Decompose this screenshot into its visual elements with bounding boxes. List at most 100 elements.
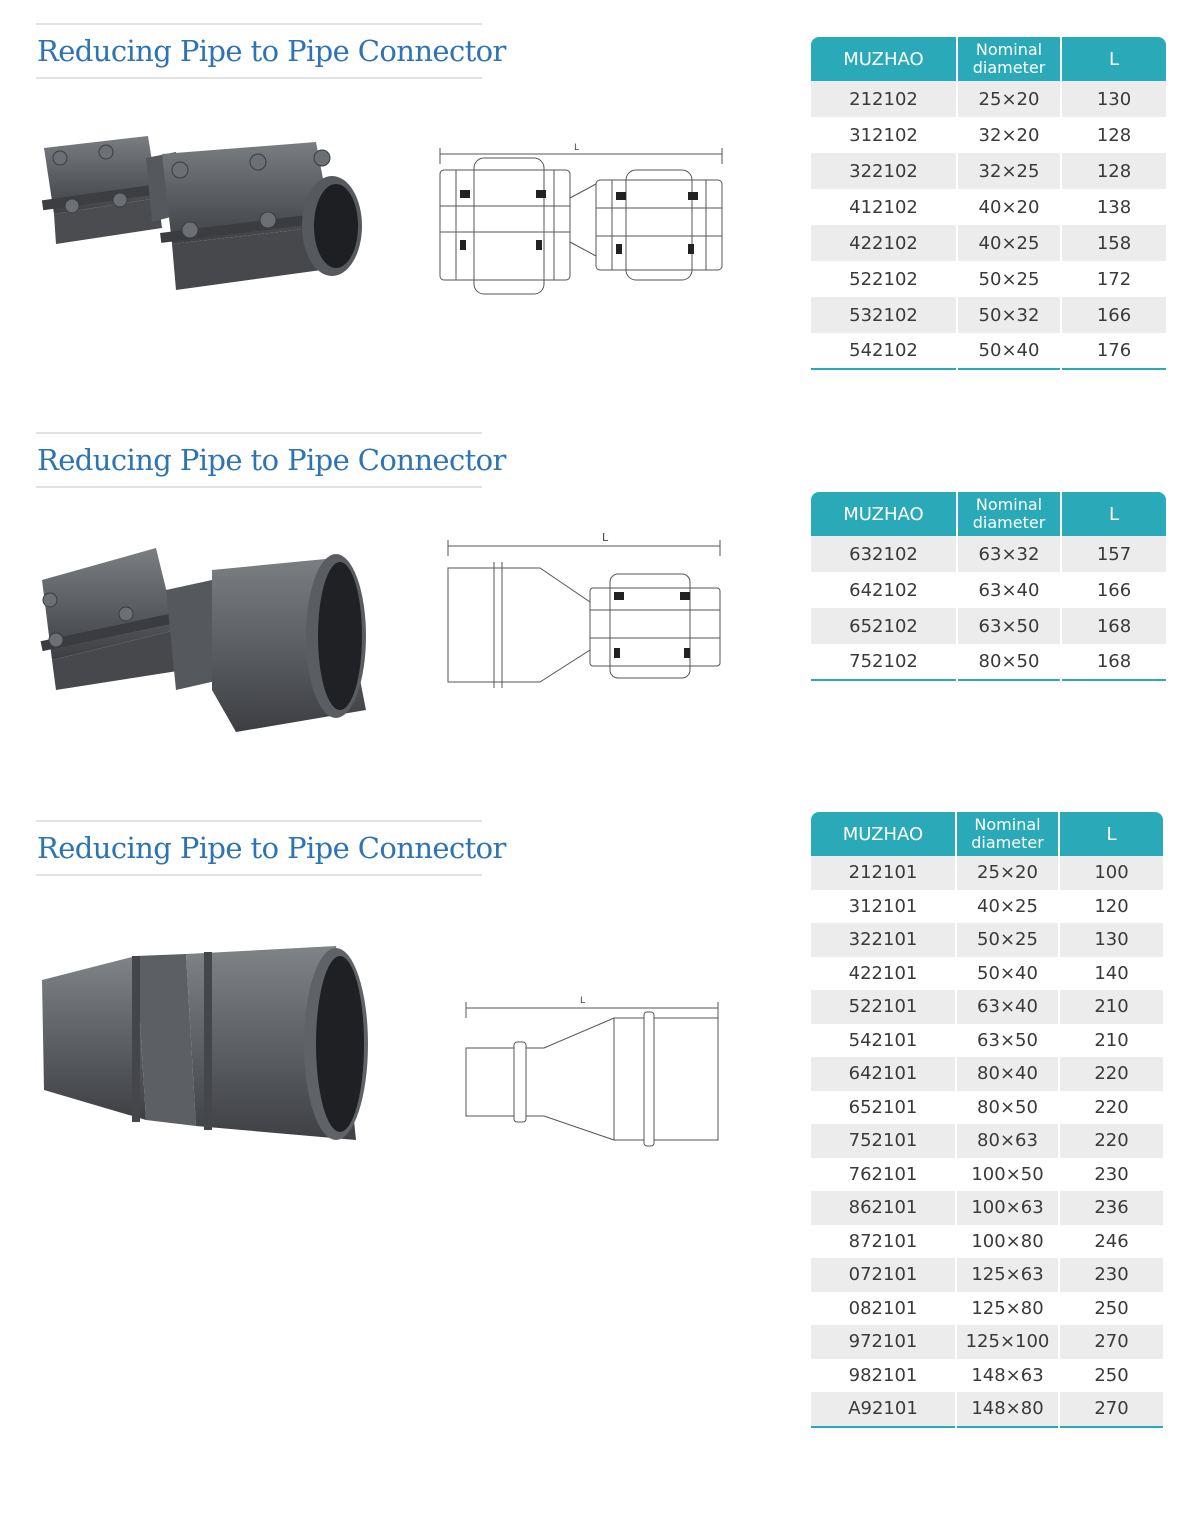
cell-model: 982101 [811, 1358, 956, 1392]
cell-model: 072101 [811, 1258, 956, 1292]
cell-diameter: 63×50 [956, 608, 1061, 644]
cell-length: 220 [1058, 1124, 1163, 1158]
cell-length: 166 [1060, 572, 1166, 608]
product-photo-clamp-socket [40, 548, 366, 732]
cell-length: 130 [1060, 81, 1166, 117]
header-length: L [1058, 812, 1163, 856]
cell-model: 532102 [811, 297, 957, 333]
cell-model: 862101 [811, 1191, 956, 1225]
cell-length: 230 [1058, 1157, 1163, 1191]
cell-diameter: 40×25 [955, 889, 1059, 923]
cell-diameter: 100×50 [955, 1157, 1059, 1191]
section-title: Reducing Pipe to Pipe Connector [37, 34, 506, 68]
cell-diameter: 25×20 [956, 81, 1061, 117]
cell-diameter: 63×40 [955, 990, 1059, 1024]
cell-diameter: 125×63 [955, 1258, 1059, 1292]
cell-length: 140 [1058, 956, 1163, 990]
cell-model: 972101 [811, 1325, 956, 1359]
header-length: L [1060, 37, 1166, 81]
section-title-block: Reducing Pipe to Pipe Connector [36, 820, 506, 876]
cell-model: A92101 [811, 1392, 956, 1427]
cell-diameter: 40×20 [956, 189, 1061, 225]
cell-length: 172 [1060, 261, 1166, 297]
cell-diameter: 63×40 [956, 572, 1061, 608]
cell-model: 872101 [811, 1224, 956, 1258]
cell-model: 322101 [811, 923, 956, 957]
header-length: L [1060, 492, 1166, 536]
cell-length: 210 [1058, 1023, 1163, 1057]
cell-model: 522101 [811, 990, 956, 1024]
cell-model: 212101 [811, 856, 956, 890]
dimension-label: L [574, 143, 579, 153]
cell-model: 752101 [811, 1124, 956, 1158]
cell-diameter: 63×32 [956, 536, 1061, 572]
cell-model: 212102 [811, 81, 957, 117]
cell-length: 168 [1060, 644, 1166, 680]
cell-diameter: 80×63 [955, 1124, 1059, 1158]
dimension-label: L [580, 996, 585, 1006]
cell-model: 632102 [811, 536, 957, 572]
product-photo-reducer [42, 946, 368, 1140]
cell-diameter: 125×100 [955, 1325, 1059, 1359]
cell-diameter: 100×63 [955, 1191, 1059, 1225]
cell-length: 270 [1058, 1325, 1163, 1359]
cell-model: 522102 [811, 261, 957, 297]
cell-length: 250 [1058, 1358, 1163, 1392]
technical-drawing: L [465, 996, 719, 1147]
cell-model: 752102 [811, 644, 957, 680]
cell-diameter: 50×32 [956, 297, 1061, 333]
cell-diameter: 63×50 [955, 1023, 1059, 1057]
cell-length: 220 [1058, 1090, 1163, 1124]
cell-model: 652101 [811, 1090, 956, 1124]
cell-diameter: 80×50 [955, 1090, 1059, 1124]
cell-length: 236 [1058, 1191, 1163, 1225]
cell-length: 250 [1058, 1291, 1163, 1325]
cell-model: 082101 [811, 1291, 956, 1325]
header-nominal-diameter: Nominal diameter [956, 492, 1061, 536]
cell-diameter: 50×25 [955, 923, 1059, 957]
cell-model: 542102 [811, 333, 957, 369]
cell-model: 312102 [811, 117, 957, 153]
cell-diameter: 80×40 [955, 1057, 1059, 1091]
cell-length: 158 [1060, 225, 1166, 261]
cell-length: 220 [1058, 1057, 1163, 1091]
cell-diameter: 100×80 [955, 1224, 1059, 1258]
header-model: MUZHAO [811, 812, 956, 856]
cell-length: 210 [1058, 990, 1163, 1024]
technical-drawing: L [447, 531, 721, 688]
cell-length: 157 [1060, 536, 1166, 572]
header-nominal-diameter: Nominal diameter [956, 37, 1061, 81]
cell-length: 230 [1058, 1258, 1163, 1292]
cell-length: 128 [1060, 117, 1166, 153]
section-2: Reducing Pipe to Pipe Connector [36, 432, 1166, 732]
cell-diameter: 32×25 [956, 153, 1061, 189]
cell-model: 422101 [811, 956, 956, 990]
cell-diameter: 50×40 [956, 333, 1061, 369]
cell-model: 322102 [811, 153, 957, 189]
cell-diameter: 25×20 [955, 856, 1059, 890]
cell-diameter: 125×80 [955, 1291, 1059, 1325]
cell-model: 412102 [811, 189, 957, 225]
cell-model: 642101 [811, 1057, 956, 1091]
cell-model: 312101 [811, 889, 956, 923]
technical-drawing: L [439, 143, 723, 295]
cell-model: 642102 [811, 572, 957, 608]
